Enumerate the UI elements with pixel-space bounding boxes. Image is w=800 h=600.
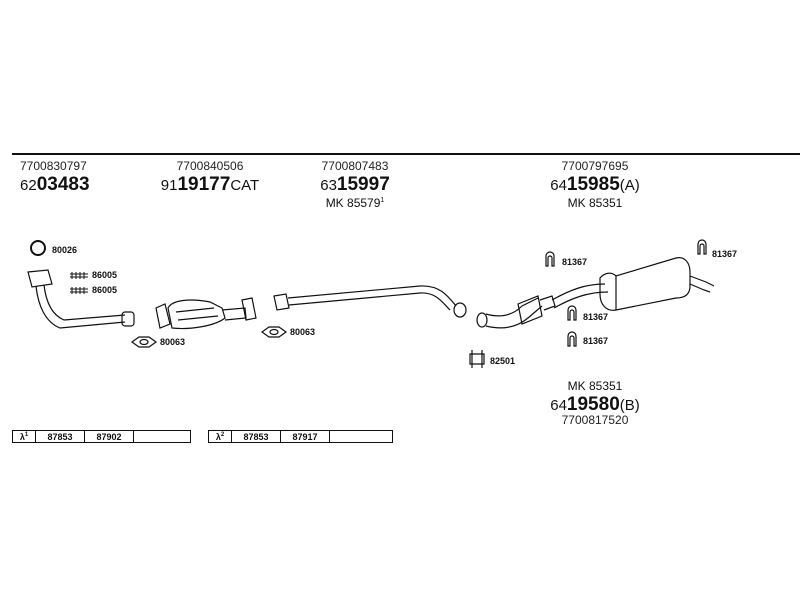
bolt-86005-label: 86005 <box>92 270 118 280</box>
lambda-2-cell <box>329 430 393 443</box>
front-pipe-ref: 7700830797 <box>20 159 87 173</box>
clamp-82501-label: 82501 <box>490 356 516 366</box>
ring-80026-label: 80026 <box>52 245 78 255</box>
hanger-81367-icon-3 <box>567 305 577 321</box>
gasket-80063-label-2: 80063 <box>290 327 316 337</box>
rear-silencer-b-ref: 7700817520 <box>561 413 629 427</box>
gasket-80063-label: 80063 <box>160 337 186 347</box>
bolt-86005-icon-2 <box>70 287 88 294</box>
bolt-86005-icon <box>70 272 88 279</box>
hanger-81367-label-4: 81367 <box>583 336 609 346</box>
lambda-2-cell: 87917 <box>280 430 330 443</box>
center-pipe-number: 6315997 <box>320 174 390 195</box>
ring-80026-icon <box>30 240 46 256</box>
header-rule <box>12 153 800 155</box>
catalyst-label: 7700840506 9119177CAT <box>160 160 260 194</box>
front-pipe-number: 6203483 <box>20 174 90 195</box>
lambda-table-1: λ1 87853 87902 <box>12 430 191 443</box>
hanger-81367-label-3: 81367 <box>583 312 609 322</box>
lambda-table-2: λ2 87853 87917 <box>208 430 393 443</box>
gasket-80063-icon <box>130 336 158 348</box>
gasket-80063-icon-2 <box>260 326 288 338</box>
catalyst-ref: 7700840506 <box>176 159 244 173</box>
lambda-2-symbol: λ2 <box>208 430 232 443</box>
catalyst-icon <box>155 297 257 330</box>
hanger-81367-label-2: 81367 <box>712 249 738 259</box>
center-pipe-label: 7700807483 6315997 MK 855791 <box>305 160 405 209</box>
center-pipe-icon <box>273 285 467 318</box>
lambda-1-cell: 87902 <box>84 430 134 443</box>
clamp-82501-icon <box>469 350 485 368</box>
lambda-1-cell <box>133 430 191 443</box>
center-pipe-mk: MK 855791 <box>325 196 385 210</box>
front-pipe-label: 7700830797 6203483 <box>20 160 90 194</box>
hanger-81367-icon-4 <box>567 331 577 347</box>
rear-pipe-icon <box>476 283 609 329</box>
lambda-1-cell: 87853 <box>35 430 85 443</box>
rear-silencer-a-mk: MK 85351 <box>567 196 623 210</box>
front-pipe-icon <box>27 269 135 329</box>
rear-silencer-a-label: 7700797695 6415985(A) MK 85351 <box>540 160 650 209</box>
lambda-1-symbol: λ1 <box>12 430 36 443</box>
catalyst-number: 9119177CAT <box>160 174 260 195</box>
lambda-2-cell: 87853 <box>231 430 281 443</box>
hanger-81367-icon-2 <box>697 239 707 255</box>
rear-silencer-a-ref: 7700797695 <box>561 159 629 173</box>
rear-silencer-icon <box>599 257 715 311</box>
rear-silencer-a-number: 6415985(A) <box>550 174 640 195</box>
hanger-81367-label: 81367 <box>562 257 588 267</box>
rear-silencer-b-number: 6419580(B) <box>550 394 640 415</box>
hanger-81367-icon <box>545 251 555 267</box>
bolt-86005-label-2: 86005 <box>92 285 118 295</box>
rear-silencer-b-mk: MK 85351 <box>567 379 623 393</box>
rear-silencer-b-label: MK 85351 6419580(B) 7700817520 <box>540 380 650 426</box>
center-pipe-ref: 7700807483 <box>321 159 389 173</box>
